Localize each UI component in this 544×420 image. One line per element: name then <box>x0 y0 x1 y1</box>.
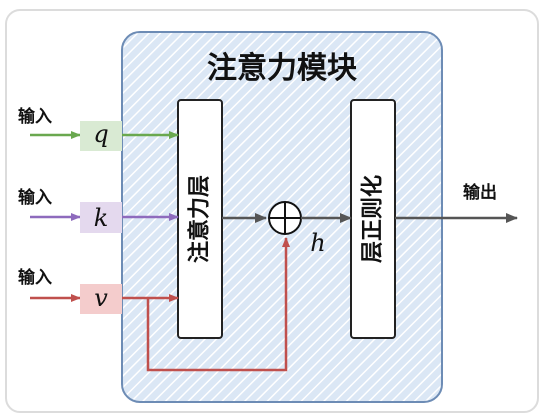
q-var: q <box>93 120 108 148</box>
q-box <box>80 121 122 151</box>
h-var: h <box>310 229 325 257</box>
input-k-label: 输入 <box>18 187 52 208</box>
input-q-label: 输入 <box>18 106 52 127</box>
output-label: 输出 <box>463 182 497 203</box>
v-box <box>80 284 122 314</box>
module-title: 注意力模块 <box>207 51 357 86</box>
attention-layer-label: 注意力层 <box>187 175 213 263</box>
v-var: v <box>94 284 108 312</box>
k-box <box>80 202 122 233</box>
k-var: k <box>94 204 109 232</box>
add-node <box>268 201 302 235</box>
residual-connection-arrow <box>146 237 290 372</box>
input-v-label: 输入 <box>18 267 52 288</box>
layer-norm-label: 层正则化 <box>360 175 386 263</box>
